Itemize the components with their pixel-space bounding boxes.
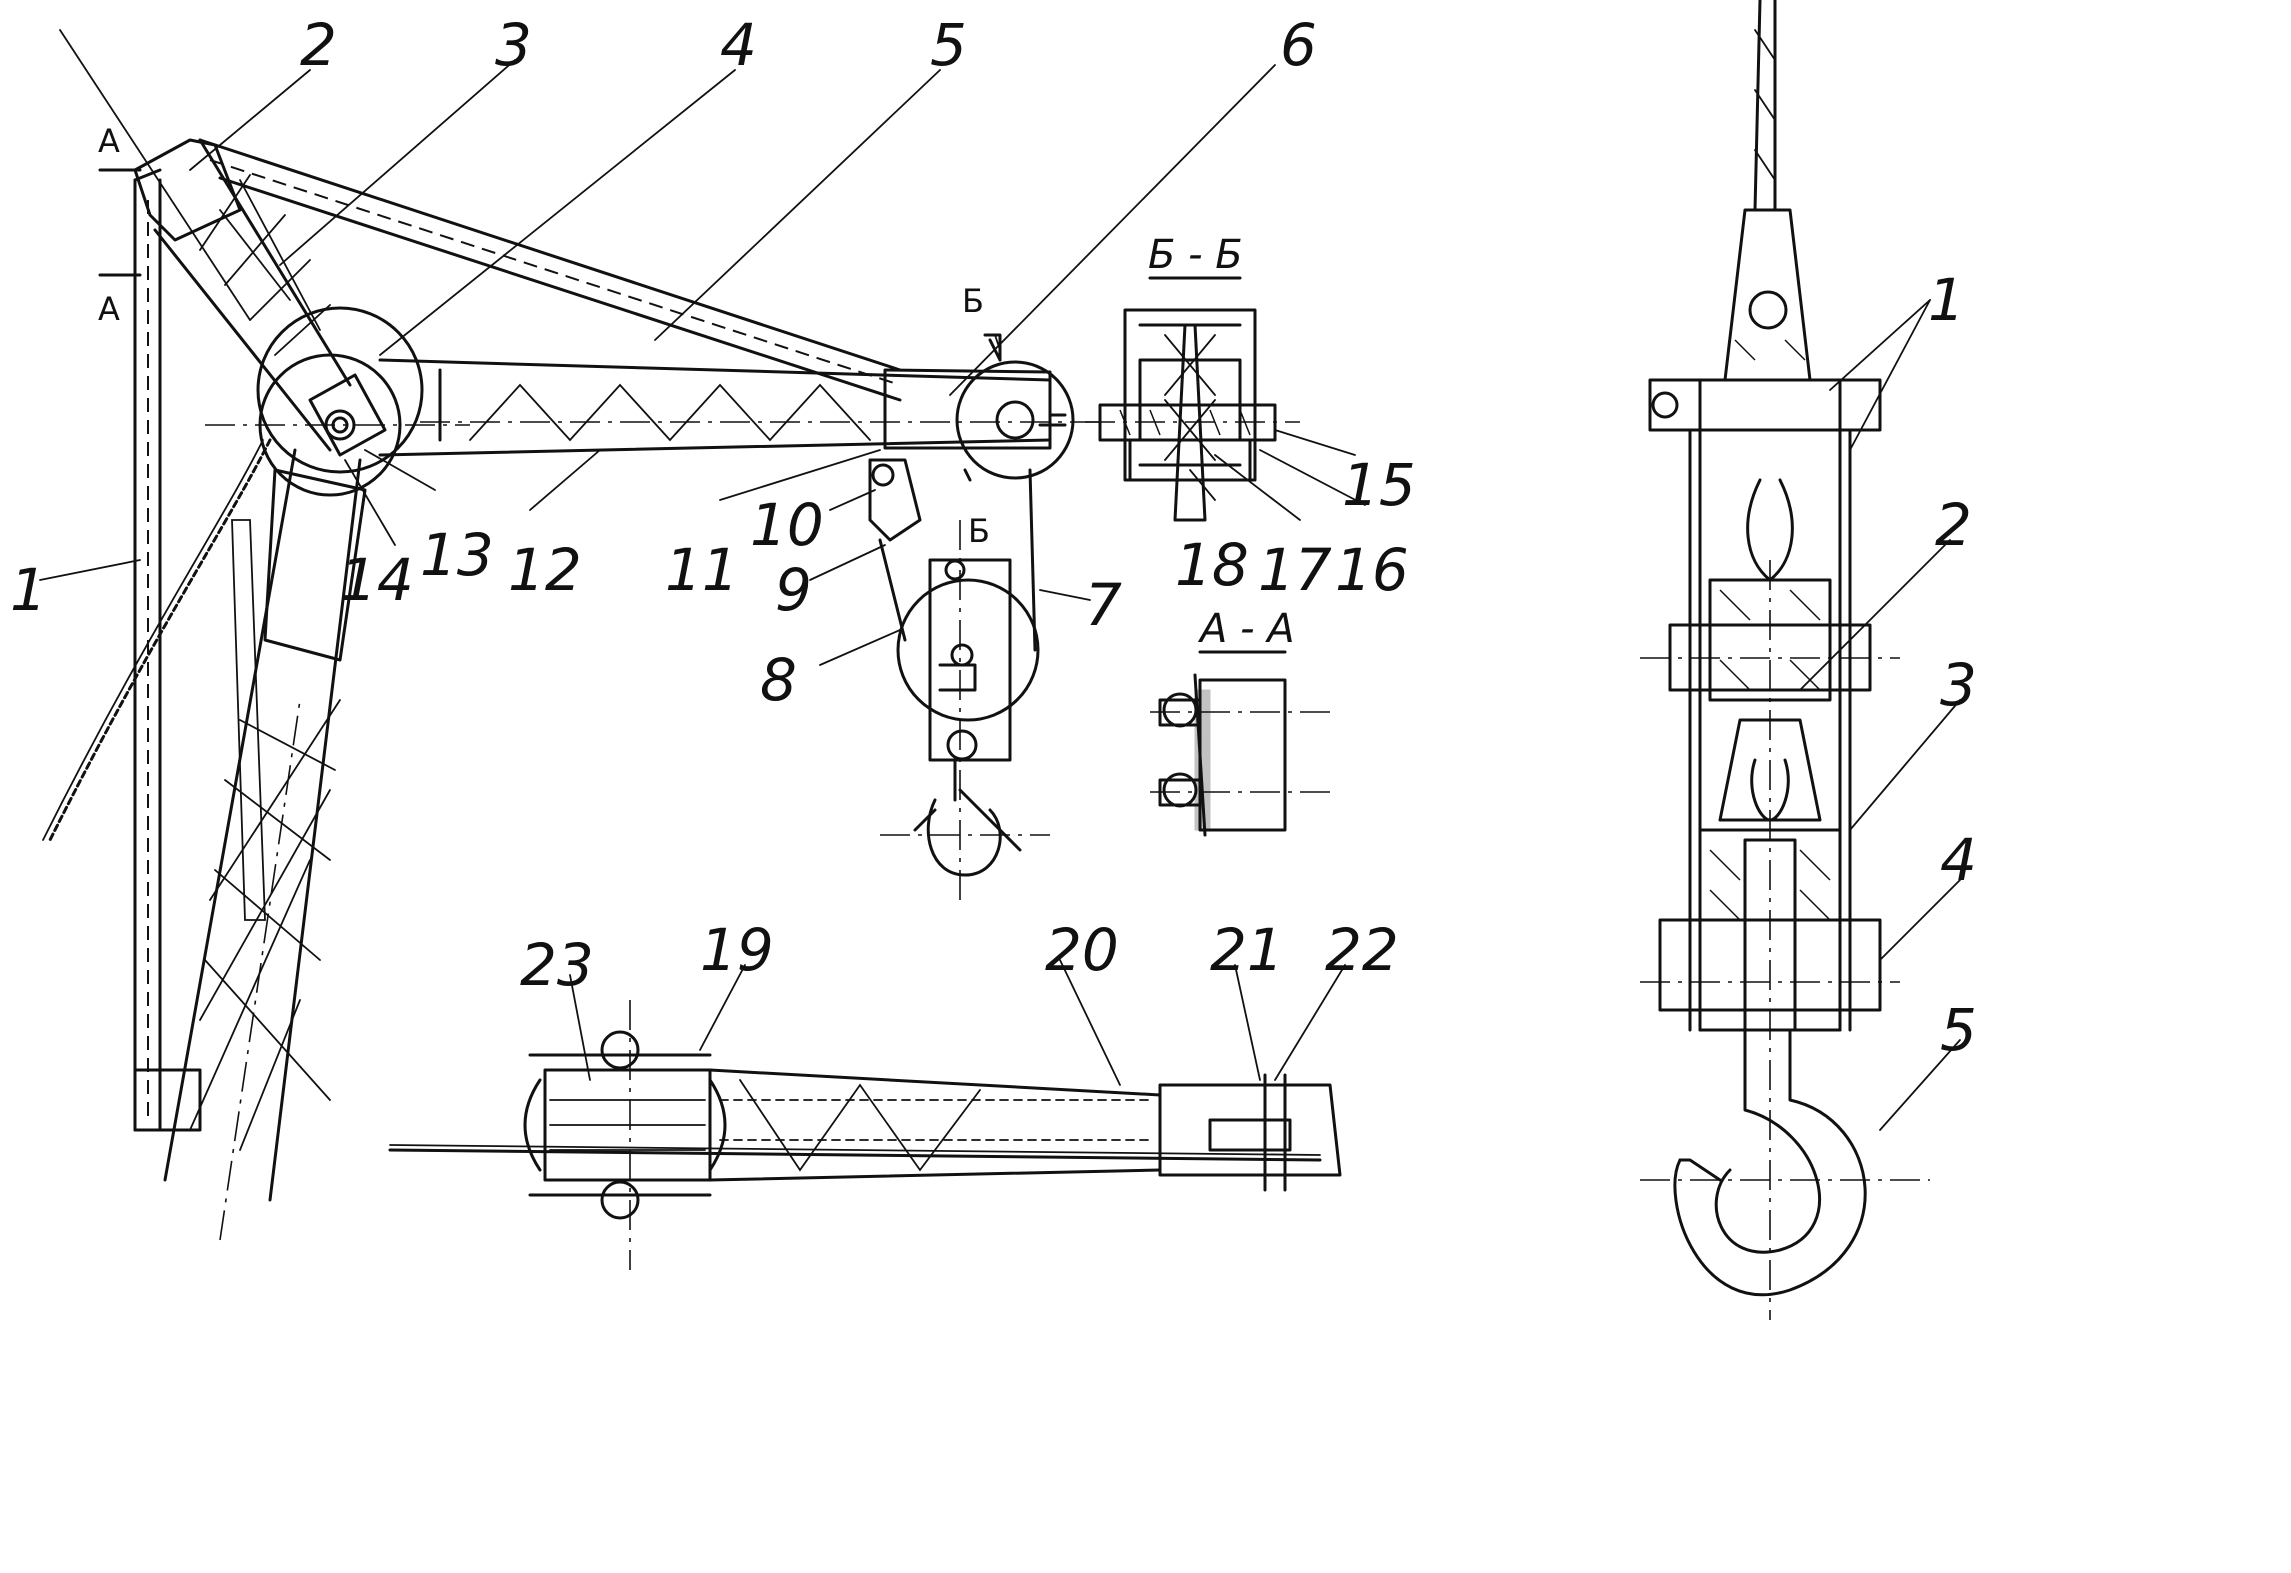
label-22: 22 [1325,916,1399,984]
pivot-drum [205,306,470,497]
tie-rod [198,138,902,402]
section-mark-a-bottom: А [98,290,120,328]
label-1: 1 [10,556,47,624]
hook-block-small [868,458,1050,900]
label-8: 8 [760,646,797,714]
label-6: 6 [1280,11,1317,79]
label-14: 14 [340,546,414,614]
boom-plan-view [388,1000,1342,1270]
lower-lattice-mast [163,448,367,1241]
inclined-lattice-jib [153,138,352,452]
label-17: 17 [1258,536,1332,604]
label-23: 23 [520,931,594,999]
hook-label-4: 4 [1940,826,1977,894]
section-bb-title: Б - Б [1148,232,1243,278]
label-18: 18 [1175,531,1249,599]
section-mark-a-top: А [98,122,120,160]
label-10: 10 [750,491,824,559]
label-11: 11 [665,536,739,604]
hook-label-1: 1 [1928,266,1965,334]
label-20: 20 [1045,916,1119,984]
section-bb-view [1085,308,1300,522]
leader-lines [39,59,1961,1131]
section-mark-b-top: Б [962,282,984,320]
horizontal-boom [378,358,1100,457]
label-3: 3 [495,11,532,79]
label-4: 4 [720,11,757,79]
label-7: 7 [1085,571,1122,639]
label-13: 13 [420,521,494,589]
head-sheave [955,334,1075,482]
section-aa-view [1150,673,1330,837]
label-16: 16 [1335,536,1409,604]
label-19: 19 [700,916,774,984]
label-15: 15 [1342,451,1416,519]
hook-label-3: 3 [1940,651,1977,719]
label-12: 12 [508,536,582,604]
section-mark-b-bottom: Б [968,512,990,550]
section-aa-title: А - А [1197,606,1295,652]
part-labels: 1 2 3 4 5 6 7 8 9 10 11 12 13 14 15 16 1… [10,11,1977,1064]
section-markers: А А Б Б Б - Б А - А [98,122,1295,654]
label-9: 9 [775,556,812,624]
mast-post [59,29,251,1132]
label-5: 5 [930,11,967,79]
label-21: 21 [1210,916,1284,984]
hook-label-5: 5 [1940,996,1977,1064]
label-2: 2 [300,11,337,79]
guy-rope [42,438,272,842]
hook-label-2: 2 [1935,491,1972,559]
hook-block-section [1640,0,1930,1320]
